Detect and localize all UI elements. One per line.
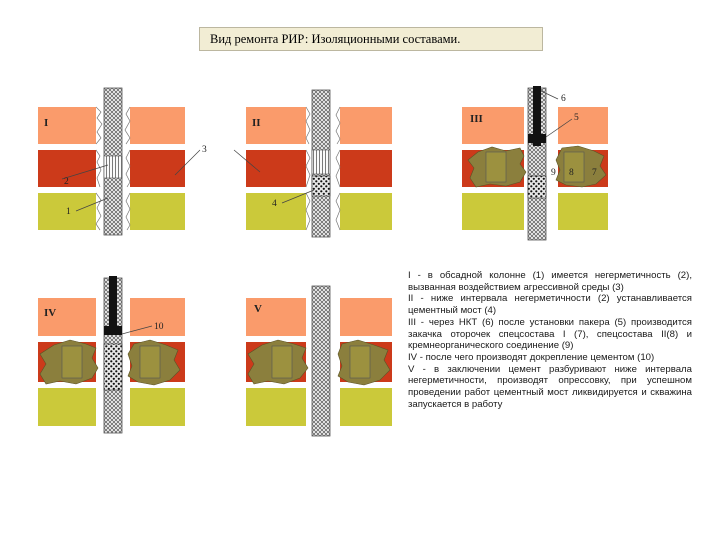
layer-top-left (38, 107, 96, 144)
casing-pipe (311, 285, 331, 437)
layer-top-right (130, 107, 185, 144)
stage-2: II 4 (233, 89, 392, 238)
callout-label: 3 (202, 145, 207, 155)
insulation-block (485, 151, 507, 183)
legend-item-stage-2: II - ниже интервала негерметичности (2) … (408, 293, 692, 317)
tubing-nkt (109, 276, 117, 334)
callout-label: 10 (154, 322, 164, 332)
leader-line (281, 189, 315, 204)
casing-damage (311, 149, 331, 175)
layer-middle-right (130, 150, 185, 187)
layer-top-right (558, 107, 608, 144)
leader-line (121, 325, 153, 335)
legend-item-stage-5: V - в заключении цемент разбуривают ниже… (408, 363, 692, 410)
layer-middle-left (246, 150, 306, 187)
insulation-block (349, 345, 371, 379)
insulation-block (139, 345, 161, 379)
callout-label: 4 (272, 199, 277, 209)
stage-numeral: II (252, 117, 261, 129)
insulation-block (271, 345, 293, 379)
layer-top-right (340, 107, 392, 144)
rock-edge (305, 106, 311, 231)
callout-label: 5 (574, 113, 579, 123)
layer-bottom-right (558, 193, 608, 230)
callout-label: 8 (569, 168, 574, 178)
leader-line (75, 197, 109, 212)
rock-edge (95, 106, 103, 231)
rock-edge (335, 106, 341, 231)
layer-bottom-right (130, 193, 185, 230)
cement-bridge (527, 175, 547, 199)
callout-label: 6 (561, 94, 566, 104)
tubing-nkt (533, 86, 541, 146)
stage-5: V (246, 285, 392, 437)
legend-item-stage-4: IV - после чего производят докрепление ц… (408, 351, 655, 363)
layer-bottom-right (130, 388, 185, 426)
callout-label: 7 (592, 168, 597, 178)
leader-line (233, 149, 261, 173)
legend-item-stage-3: III - через НКТ (6) после установки паке… (408, 316, 692, 352)
layer-bottom-left (38, 193, 96, 230)
cement-reinforcement (103, 343, 123, 391)
leader-line (174, 149, 201, 176)
layer-middle-left (38, 150, 96, 187)
packer (528, 134, 546, 143)
stage-3: III 6 5 9 8 7 (462, 86, 608, 241)
layer-top-left (246, 107, 306, 144)
leader-line (61, 164, 109, 180)
layer-bottom-left (38, 388, 96, 426)
insulation-block (563, 151, 585, 183)
callout-label: 9 (551, 168, 556, 178)
cement-bridge (311, 175, 331, 197)
leader-line (545, 118, 573, 138)
layer-top-left (462, 107, 524, 144)
layer-bottom-right (340, 388, 392, 426)
stage-description-legend: I - в обсадной колонне (1) имеется негер… (408, 270, 692, 410)
rock-edge (124, 106, 131, 231)
callout-label: 1 (66, 207, 71, 217)
layer-middle-right (340, 150, 392, 187)
layer-bottom-left (246, 388, 306, 426)
leader-line (540, 90, 559, 100)
callout-label: 2 (64, 177, 69, 187)
stage-numeral: III (470, 113, 483, 125)
layer-bottom-left (246, 193, 306, 230)
stage-numeral: I (44, 117, 48, 129)
stage-numeral: IV (44, 307, 56, 319)
layer-bottom-right (340, 193, 392, 230)
stage-4: IV 10 (38, 276, 185, 434)
insulation-block (61, 345, 83, 379)
page-title: Вид ремонта РИР: Изоляционными составами… (199, 27, 543, 51)
casing-damage (103, 155, 123, 179)
packer (104, 326, 122, 335)
layer-top-left (38, 298, 96, 336)
layer-top-left (246, 298, 306, 336)
layer-bottom-left (462, 193, 524, 230)
stage-numeral: V (254, 303, 262, 315)
layer-top-right (340, 298, 392, 336)
legend-item-stage-1: I - в обсадной колонне (1) имеется негер… (408, 270, 692, 293)
stage-1: I 2 1 3 (38, 87, 207, 236)
